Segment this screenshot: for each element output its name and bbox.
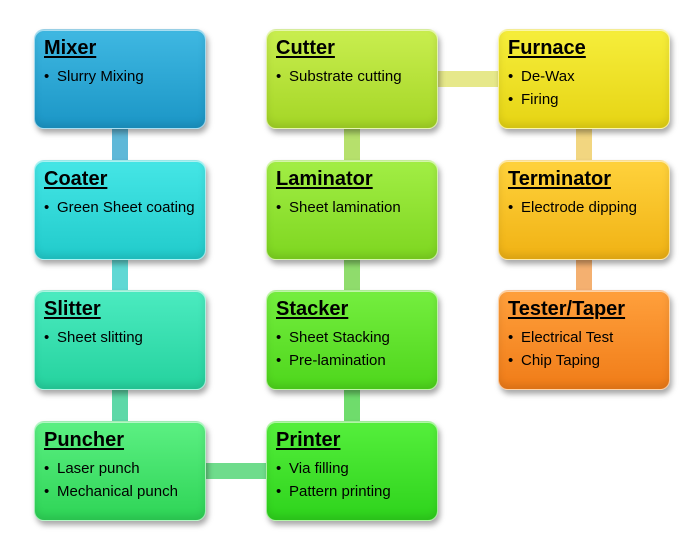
process-step-list: • Laser punch • Mechanical punch (44, 458, 197, 502)
process-step-list: • Via filling • Pattern printing (276, 458, 429, 502)
process-step-label: Pre-lamination (289, 352, 386, 369)
connector-mixer-to-coater (112, 125, 128, 164)
connector-printer-to-stacker (344, 386, 360, 425)
process-box-slitter: Slitter • Sheet slitting (34, 290, 206, 390)
process-step-label: Mechanical punch (57, 483, 178, 500)
bullet-icon: • (276, 68, 282, 85)
process-title: Puncher (44, 429, 125, 451)
bullet-icon: • (44, 199, 50, 216)
process-step-label: Green Sheet coating (57, 199, 195, 216)
process-step-label: Via filling (289, 460, 349, 477)
process-step-item: • Green Sheet coating (44, 197, 197, 218)
process-step-item: • Firing (508, 89, 661, 110)
process-title: Terminator (508, 168, 611, 190)
process-step-item: • De-Wax (508, 66, 661, 87)
process-title: Coater (44, 168, 108, 190)
process-step-item: • Electrode dipping (508, 197, 661, 218)
process-title: Furnace (508, 37, 586, 59)
process-box-terminator: Terminator • Electrode dipping (498, 160, 670, 260)
process-step-label: Electrical Test (521, 329, 614, 346)
connector-puncher-to-printer (202, 463, 270, 479)
process-step-item: • Sheet slitting (44, 327, 197, 348)
process-step-item: • Laser punch (44, 458, 197, 479)
process-step-item: • Slurry Mixing (44, 66, 197, 87)
bullet-icon: • (276, 329, 282, 346)
connector-cutter-to-furnace (434, 71, 502, 87)
process-step-label: Sheet lamination (289, 199, 401, 216)
process-step-label: Firing (521, 91, 559, 108)
bullet-icon: • (44, 329, 50, 346)
process-box-puncher: Puncher • Laser punch • Mechanical punch (34, 421, 206, 521)
bullet-icon: • (508, 352, 514, 369)
process-box-coater: Coater • Green Sheet coating (34, 160, 206, 260)
process-box-mixer: Mixer • Slurry Mixing (34, 29, 206, 129)
process-step-label: Electrode dipping (521, 199, 637, 216)
process-step-list: • De-Wax • Firing (508, 66, 661, 110)
bullet-icon: • (276, 483, 282, 500)
process-step-item: • Pre-lamination (276, 350, 429, 371)
process-box-stacker: Stacker • Sheet Stacking • Pre-lamination (266, 290, 438, 390)
process-step-label: Laser punch (57, 460, 140, 477)
process-step-label: Pattern printing (289, 483, 391, 500)
process-title: Slitter (44, 298, 101, 320)
process-step-list: • Electrical Test • Chip Taping (508, 327, 661, 371)
bullet-icon: • (44, 460, 50, 477)
process-step-list: • Green Sheet coating (44, 197, 197, 218)
process-title: Cutter (276, 37, 335, 59)
bullet-icon: • (276, 199, 282, 216)
process-box-cutter: Cutter • Substrate cutting (266, 29, 438, 129)
process-step-list: • Substrate cutting (276, 66, 429, 87)
bullet-icon: • (276, 352, 282, 369)
process-step-item: • Substrate cutting (276, 66, 429, 87)
process-box-tester-taper: Tester/Taper • Electrical Test • Chip Taping (498, 290, 670, 390)
process-step-item: • Sheet Stacking (276, 327, 429, 348)
process-step-label: Sheet Stacking (289, 329, 390, 346)
process-step-list: • Sheet lamination (276, 197, 429, 218)
connector-stacker-to-laminator (344, 256, 360, 294)
bullet-icon: • (44, 68, 50, 85)
process-title: Laminator (276, 168, 373, 190)
process-box-furnace: Furnace • De-Wax • Firing (498, 29, 670, 129)
connector-terminator-to-tester-taper (576, 256, 592, 294)
process-step-list: • Slurry Mixing (44, 66, 197, 87)
process-step-item: • Mechanical punch (44, 481, 197, 502)
process-box-laminator: Laminator • Sheet lamination (266, 160, 438, 260)
process-step-list: • Sheet Stacking • Pre-lamination (276, 327, 429, 371)
bullet-icon: • (508, 68, 514, 85)
process-step-item: • Chip Taping (508, 350, 661, 371)
process-step-label: De-Wax (521, 68, 575, 85)
bullet-icon: • (44, 483, 50, 500)
process-step-list: • Sheet slitting (44, 327, 197, 348)
process-step-item: • Via filling (276, 458, 429, 479)
process-step-item: • Sheet lamination (276, 197, 429, 218)
connector-coater-to-slitter (112, 256, 128, 294)
process-step-item: • Electrical Test (508, 327, 661, 348)
connector-slitter-to-puncher (112, 386, 128, 425)
connector-laminator-to-cutter (344, 125, 360, 164)
bullet-icon: • (276, 460, 282, 477)
process-step-label: Substrate cutting (289, 68, 402, 85)
process-step-list: • Electrode dipping (508, 197, 661, 218)
connector-furnace-to-terminator (576, 125, 592, 164)
process-title: Mixer (44, 37, 97, 59)
process-step-label: Sheet slitting (57, 329, 143, 346)
process-title: Printer (276, 429, 341, 451)
bullet-icon: • (508, 91, 514, 108)
process-title: Stacker (276, 298, 349, 320)
bullet-icon: • (508, 199, 514, 216)
process-step-label: Chip Taping (521, 352, 600, 369)
process-title: Tester/Taper (508, 298, 626, 320)
process-step-label: Slurry Mixing (57, 68, 144, 85)
bullet-icon: • (508, 329, 514, 346)
process-box-printer: Printer • Via filling • Pattern printing (266, 421, 438, 521)
process-step-item: • Pattern printing (276, 481, 429, 502)
